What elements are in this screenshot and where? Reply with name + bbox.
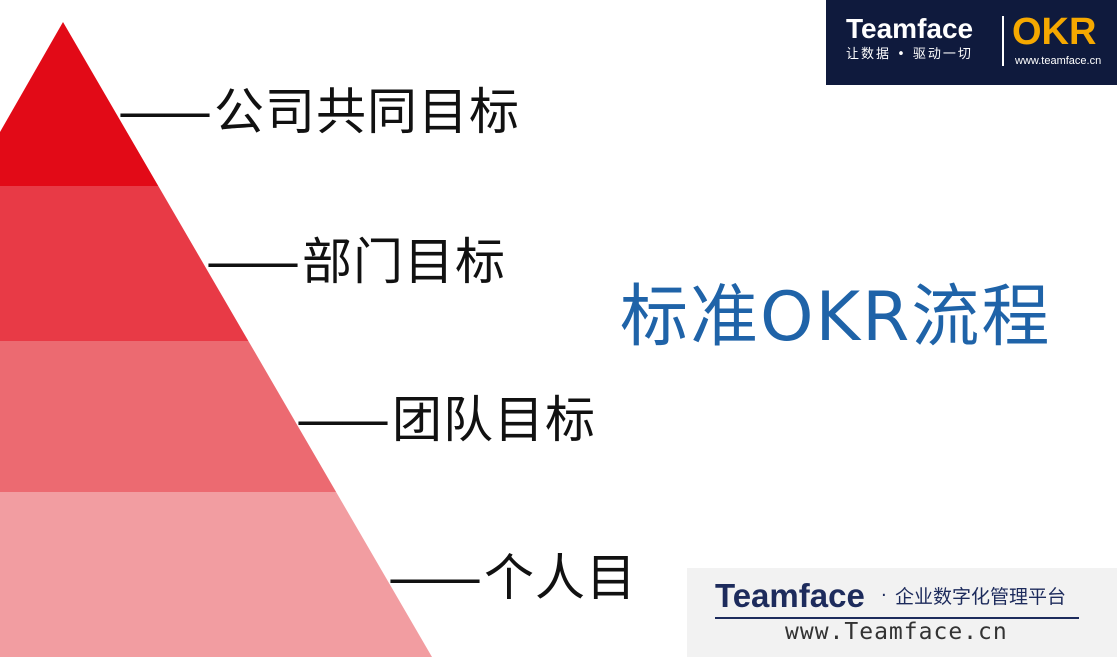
level-label-team: ——团队目标 [296, 390, 596, 450]
watermark-underline [715, 617, 1079, 619]
connector-dash: —— [118, 83, 212, 141]
main-title: 标准OKR流程 [620, 278, 1052, 357]
connector-dash: —— [206, 233, 300, 291]
watermark-tagline: 企业数字化管理平台 [895, 586, 1067, 608]
logo-brand: Teamface [846, 13, 974, 44]
logo-divider [1002, 16, 1004, 66]
pyramid-band-individual [0, 492, 432, 657]
watermark-brand: Teamface [715, 577, 865, 614]
level-text-team: 团队目标 [392, 391, 596, 449]
level-text-company: 公司共同目标 [214, 83, 520, 141]
teamface-okr-logo: Teamface 让数据 • 驱动一切 OKR www.teamface.cn [826, 0, 1117, 85]
level-text-department: 部门目标 [302, 233, 506, 291]
level-label-department: ——部门目标 [206, 232, 506, 292]
logo-slogan: 让数据 • 驱动一切 [846, 47, 973, 62]
level-label-individual: ——个人目 [388, 548, 637, 608]
level-label-company: ——公司共同目标 [118, 82, 520, 142]
pyramid-band-department [0, 186, 249, 341]
watermark: Teamface · 企业数字化管理平台 www.Teamface.cn [687, 568, 1117, 657]
level-text-individual: 个人目 [484, 549, 637, 607]
connector-dash: —— [388, 549, 482, 607]
pyramid-band-company [0, 22, 159, 186]
watermark-separator: · [881, 585, 887, 606]
pyramid-band-team [0, 341, 337, 492]
logo-okr: OKR [1012, 11, 1097, 53]
connector-dash: —— [296, 391, 390, 449]
watermark-url: www.Teamface.cn [785, 619, 1008, 645]
logo-site: www.teamface.cn [1015, 55, 1102, 67]
